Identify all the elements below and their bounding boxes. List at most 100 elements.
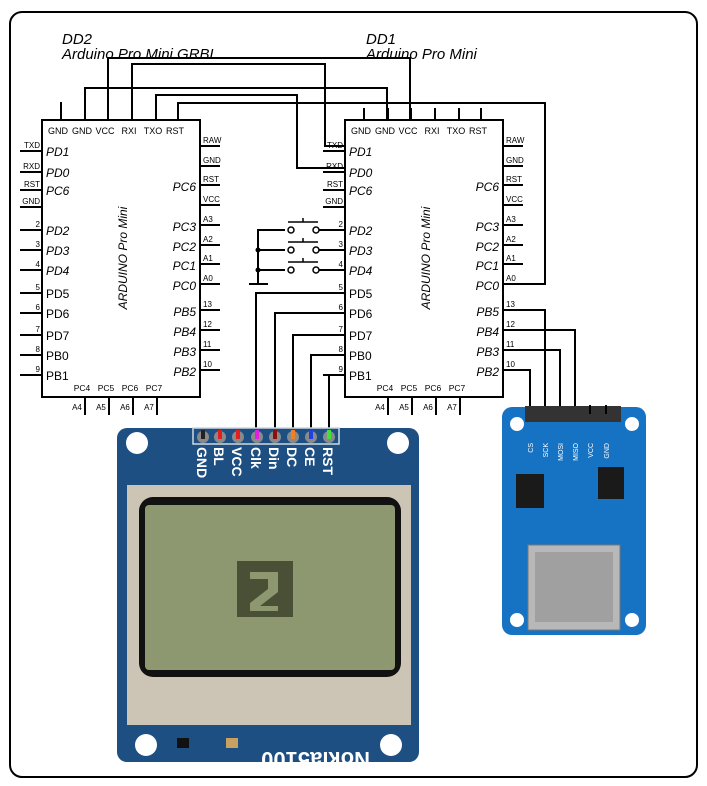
pin-name-left: PD5 [46,287,70,301]
pin-name-bottom: PC6 [122,383,139,393]
pin-name-left: PD2 [46,224,70,238]
mount-hole [625,417,639,431]
pin-name-left: PD1 [46,145,69,159]
pin-number-left: GND [22,197,40,206]
pin-number-left: RST [24,180,40,189]
pin-number-right: A1 [203,254,213,263]
pin-name-bottom: PC4 [377,383,394,393]
dd1-designator: DD1 [366,31,396,48]
wire-pd5-clk [255,292,345,432]
button-contact [287,246,295,254]
pin-number-right: A0 [506,274,516,283]
button-contact [312,226,320,234]
pin-number-right: 11 [506,340,515,349]
pin-name-bottom: PC7 [146,383,163,393]
lcd-pin-label: Clk [248,447,264,469]
pin-number-right: A0 [203,274,213,283]
pin-number-left: 3 [339,240,344,249]
pin-number-left: TXD [24,141,40,150]
wire-pb5-sck [522,309,546,408]
pin-number-right: 13 [203,300,212,309]
pin-name-right: PC1 [173,259,196,273]
pin-number-right: 10 [203,360,212,369]
pin-name-left: PD4 [46,264,70,278]
pin-label-bottom: A5 [399,403,409,412]
pin-name-right: PC2 [476,240,500,254]
wire-pb3-mosi [522,349,561,408]
sd-pin-label: SCK [543,443,550,458]
lcd-pin-wire [218,430,222,439]
pin-label-top: VCC [398,126,418,136]
pin-label-top: GND [375,126,396,136]
lcd-pin-label: GND [194,447,210,478]
button-contact [312,266,320,274]
pin-name-left: PC6 [46,184,70,198]
mount-hole [387,432,409,454]
pin-number-left: RXD [23,162,40,171]
lcd-name: Nokia5100 [261,747,370,772]
level-shifter-chip [516,474,544,508]
pin-label-top: GND [351,126,372,136]
lcd-pin-label: DC [284,447,300,467]
pin-name-left: PD6 [46,307,70,321]
dd2-name: Arduino Pro Mini GRBL [61,46,218,63]
pin-name-bottom: PC5 [401,383,418,393]
pin-name-right: PB5 [476,305,499,319]
pin-name-right: PB5 [173,305,196,319]
pin-name-left: PD3 [349,244,373,258]
pin-label-bottom: A4 [72,403,82,412]
lcd-pin-wire [309,430,313,439]
pin-number-right: VCC [506,195,523,204]
sd-pin-label: MISO [573,442,580,460]
pin-number-left: 5 [339,283,344,292]
wire-pb4-miso [522,329,576,408]
regulator [598,467,624,499]
chip-body-label: ARDUINO Pro Mini [419,206,433,310]
button-contact [287,266,295,274]
pin-name-left: PD0 [46,166,70,180]
pin-number-right: 10 [506,360,515,369]
pin-name-bottom: PC5 [98,383,115,393]
smd-part [226,738,238,748]
junction [255,247,261,253]
lcd-pin-label: CE [302,447,318,466]
sd-pin-label: VCC [588,443,595,458]
pin-name-right: PB2 [173,365,196,379]
pin-name-right: PC0 [476,279,500,293]
pin-number-left: RST [327,180,343,189]
pin-name-right: PC3 [476,220,500,234]
pin-number-right: GND [506,156,524,165]
pin-number-left: 5 [36,283,41,292]
pin-name-right: PB3 [173,345,196,359]
pin-label-top: RXI [121,126,136,136]
pin-number-left: 3 [36,240,41,249]
pin-number-right: A3 [506,215,516,224]
lcd-pin-wire [273,430,277,439]
pin-number-right: 13 [506,300,515,309]
pin-number-right: VCC [203,195,220,204]
mount-hole [380,734,402,756]
pin-number-left: 2 [36,220,41,229]
pin-label-bottom: A6 [423,403,433,412]
pin-number-right: RAW [506,136,525,145]
pin-name-left: PD5 [349,287,373,301]
pin-name-right: PB3 [476,345,499,359]
pin-label-top: VCC [95,126,115,136]
sd-pin-label: GND [604,443,611,459]
pin-name-left: PB1 [46,369,69,383]
mount-hole [510,417,524,431]
mount-hole [135,734,157,756]
pin-number-left: 2 [339,220,344,229]
pin-number-right: 12 [506,320,515,329]
pin-name-left: PD6 [349,307,373,321]
chip-body-label: ARDUINO Pro Mini [116,206,130,310]
pin-number-right: 11 [203,340,212,349]
pin-name-left: PB0 [349,349,372,363]
lcd-pin-wire [255,430,259,439]
pin-number-right: RST [506,175,522,184]
pin-number-left: RXD [326,162,343,171]
pin-number-right: RST [203,175,219,184]
pin-name-right: PC1 [476,259,499,273]
